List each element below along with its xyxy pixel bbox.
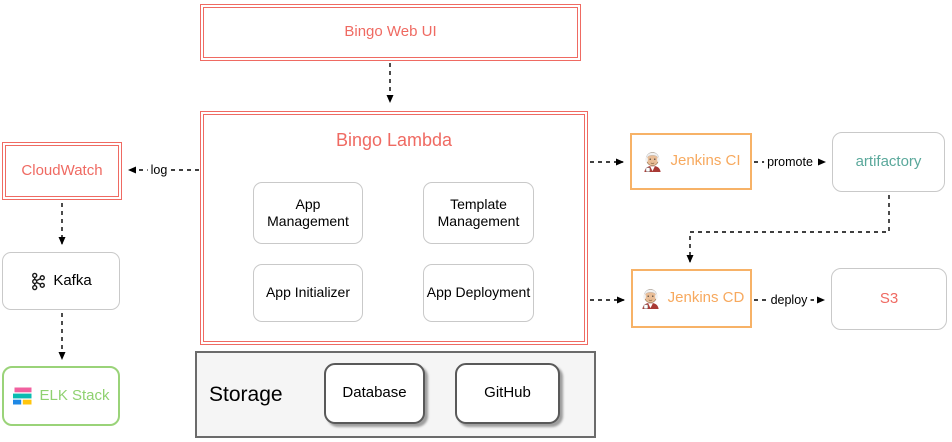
node-app-management: App Management [253,182,363,244]
edge-label-deploy: deploy [767,293,811,307]
edge-label-promote: promote [764,155,816,169]
edge-label-log: log [147,163,171,177]
node-label: ELK Stack [39,386,110,404]
node-app-deployment: App Deployment [423,264,534,322]
node-label: Jenkins CI [670,152,741,170]
node-github: GitHub [455,363,560,424]
node-label: Template Management [437,195,520,230]
node-cloudwatch: CloudWatch [2,142,122,200]
node-bingo-web-ui: Bingo Web UI [200,4,581,61]
node-template-management: Template Management [423,182,534,244]
kafka-icon [32,272,46,290]
node-label: CloudWatch [21,161,103,179]
node-s3: S3 [831,268,947,330]
node-label: App Initializer [265,284,351,301]
node-bingo-lambda: Bingo Lambda App Management Template Man… [200,111,588,345]
node-label: Database [342,384,407,402]
elastic-stack-icon [13,387,32,404]
node-kafka: Kafka [2,252,120,310]
node-jenkins-ci: Jenkins CI [630,133,752,190]
node-database: Database [324,363,425,424]
storage-section: Storage Database GitHub [195,351,596,438]
node-label: Bingo Lambda [335,130,453,150]
node-label: Bingo Web UI [344,23,437,41]
node-label: Jenkins CD [667,289,745,307]
storage-section-label: Storage [209,382,283,406]
node-app-initializer: App Initializer [253,264,363,322]
node-label: GitHub [484,384,531,402]
jenkins-butler-icon [644,152,662,173]
node-artifactory: artifactory [832,132,945,192]
node-label: App Management [267,195,349,230]
node-elk-stack: ELK Stack [2,366,120,426]
node-label: S3 [879,289,899,307]
node-label: App Deployment [426,284,531,301]
jenkins-butler-icon [641,289,659,310]
node-jenkins-cd: Jenkins CD [631,269,752,328]
node-label: Kafka [53,271,92,289]
node-label: artifactory [855,152,922,170]
